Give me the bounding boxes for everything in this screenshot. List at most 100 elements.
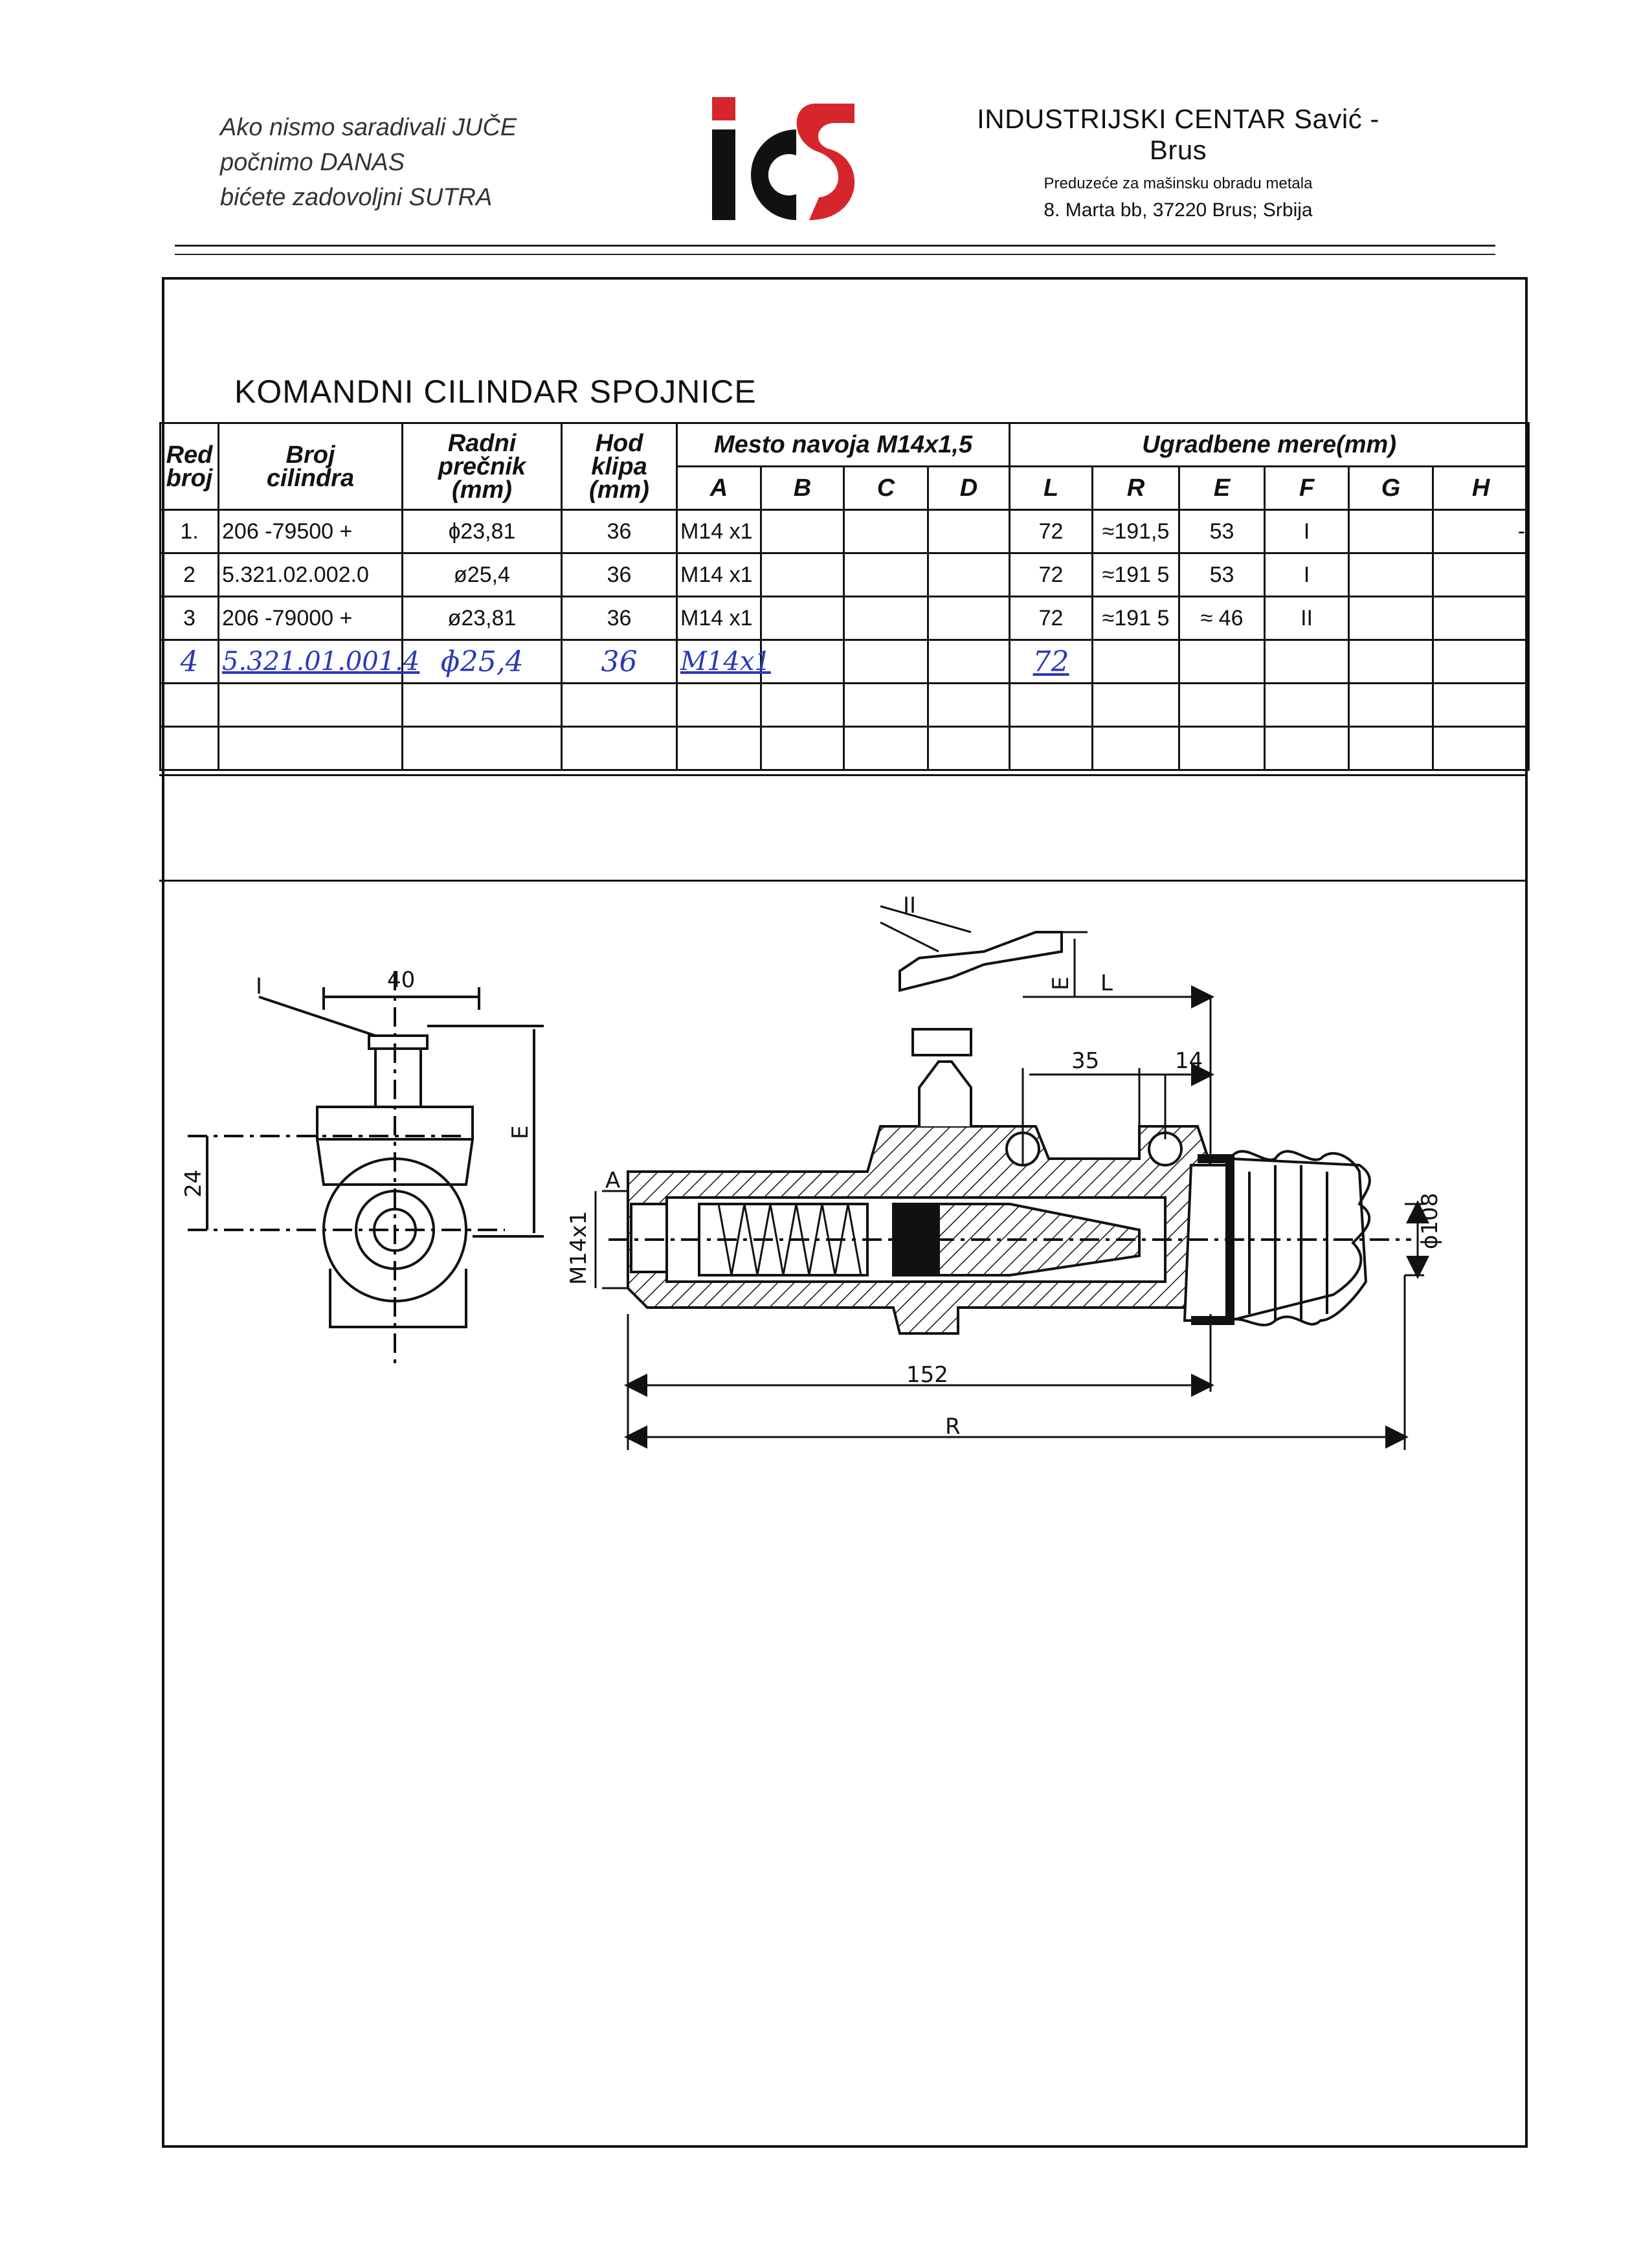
cell-B	[760, 509, 845, 554]
cell-D	[926, 552, 1011, 597]
cell-G	[1348, 639, 1434, 684]
table-header-row-2: A B C D L R E F G H	[161, 465, 1530, 511]
cell-H	[1432, 552, 1530, 597]
dim-R-label: R	[945, 1414, 961, 1440]
table-row: 2 5.321.02.002.0 ø25,4 36 M14 x1 72 ≈191…	[159, 552, 1530, 597]
cell-H: -	[1432, 509, 1530, 554]
cell-G	[1348, 509, 1434, 554]
dim-40-label: 40	[387, 967, 415, 993]
cell-E	[1178, 639, 1266, 684]
cell-A: M14 x1	[676, 509, 762, 554]
cell-A: M14x1	[676, 639, 771, 684]
header-C: C	[843, 465, 929, 511]
cell-R: ≈191 5	[1091, 596, 1181, 641]
sectional-view	[608, 1028, 1411, 1335]
header-D: D	[926, 465, 1011, 511]
cell-B	[760, 596, 845, 641]
cell-hod: 36	[561, 509, 678, 554]
header-mesto-navoja: Mesto navoja M14x1,5	[675, 422, 1011, 467]
detail-II-fitting	[899, 931, 1063, 992]
table-row-empty	[159, 682, 1530, 728]
cell-F	[1264, 639, 1350, 684]
header-ugradbene-mere: Ugradbene mere(mm)	[1009, 422, 1530, 467]
notes-band	[159, 774, 1528, 882]
cell-L: 72	[1009, 509, 1094, 554]
cell-B	[760, 552, 845, 597]
cell-red: 2	[159, 552, 219, 597]
dim-M14-label: M14x1	[566, 1211, 592, 1285]
cell-precnik: ɸ25,4	[401, 639, 563, 684]
dim-E-label: E	[508, 1126, 533, 1139]
spring-coils	[717, 1203, 862, 1276]
company-subtitle: Preduzeće za mašinsku obradu metala	[1044, 175, 1313, 192]
cell-red: 1.	[159, 509, 219, 554]
cell-R: ≈191 5	[1091, 552, 1181, 597]
cell-C	[843, 596, 929, 641]
cell-hod: 36	[561, 596, 678, 641]
header-E: E	[1178, 465, 1266, 511]
cell-broj: 5.321.01.001.4	[218, 639, 419, 684]
side-view	[188, 971, 544, 1366]
header-B: B	[760, 465, 845, 511]
cell-L: 72	[1009, 596, 1094, 641]
cell-hod: 36	[561, 552, 678, 597]
cell-F: II	[1264, 596, 1350, 641]
cell-D	[926, 639, 1011, 684]
company-logo	[712, 97, 871, 220]
header-A: A	[676, 465, 762, 511]
dimension-lines	[594, 905, 1429, 1450]
cell-G	[1348, 596, 1434, 641]
dim-152-label: 152	[906, 1362, 948, 1388]
table-row: 1. 206 -79500 + ɸ23,81 36 M14 x1 72 ≈191…	[159, 509, 1530, 554]
dim-35-label: 35	[1071, 1048, 1099, 1074]
cell-B	[760, 639, 845, 684]
cell-C	[843, 552, 929, 597]
drawing-frame	[162, 277, 1528, 2148]
cell-red: 3	[159, 596, 219, 641]
cell-precnik: ø25,4	[401, 552, 563, 597]
dim-108-label: ɸ108	[1417, 1193, 1443, 1249]
cell-E: ≈ 46	[1178, 596, 1266, 641]
header-H: H	[1432, 465, 1530, 511]
company-info: INDUSTRIJSKI CENTAR Savić - Brus Preduze…	[952, 104, 1405, 221]
slogan-line-2: počnimo DANAS	[220, 149, 405, 176]
slogan-line-1: Ako nismo saradivali JUČE	[220, 114, 517, 141]
cell-broj: 5.321.02.002.0	[218, 552, 403, 597]
dim-E-main-label: E	[1048, 977, 1074, 990]
cell-F: I	[1264, 509, 1350, 554]
cell-hod: 36	[561, 639, 678, 684]
header-rule-bottom	[175, 254, 1495, 255]
detail-II-label: II	[903, 893, 916, 919]
company-address: 8. Marta bb, 37220 Brus; Srbija	[1044, 199, 1313, 221]
cell-C	[843, 509, 929, 554]
cell-L: 72	[1009, 552, 1094, 597]
cell-A: M14 x1	[676, 596, 762, 641]
cell-precnik: ø23,81	[401, 596, 563, 641]
slogan-line-3: bićete zadovoljni SUTRA	[220, 184, 493, 211]
cell-E: 53	[1178, 509, 1266, 554]
cell-broj: 206 -79000 +	[218, 596, 403, 641]
company-name: INDUSTRIJSKI CENTAR Savić - Brus	[977, 104, 1379, 165]
cell-F: I	[1264, 552, 1350, 597]
header-rule-top	[175, 245, 1495, 247]
dim-A-label: A	[605, 1168, 620, 1194]
cell-L: 72	[1009, 639, 1094, 684]
cell-red: 4	[159, 639, 219, 684]
cell-R: ≈191,5	[1091, 509, 1181, 554]
cell-precnik: ɸ23,81	[401, 509, 563, 554]
cell-E: 53	[1178, 552, 1266, 597]
table-row: 4 5.321.01.001.4 ɸ25,4 36 M14x1 72	[159, 639, 1530, 684]
dim-14-label: 14	[1175, 1048, 1203, 1074]
cell-R	[1091, 639, 1181, 684]
cell-A: M14 x1	[676, 552, 762, 597]
detail-I-label: I	[256, 974, 262, 999]
cell-H	[1432, 596, 1530, 641]
table-row-empty	[159, 726, 1530, 771]
header-F: F	[1264, 465, 1350, 511]
sheet-title: KOMANDNI CILINDAR SPOJNICE	[234, 373, 757, 410]
